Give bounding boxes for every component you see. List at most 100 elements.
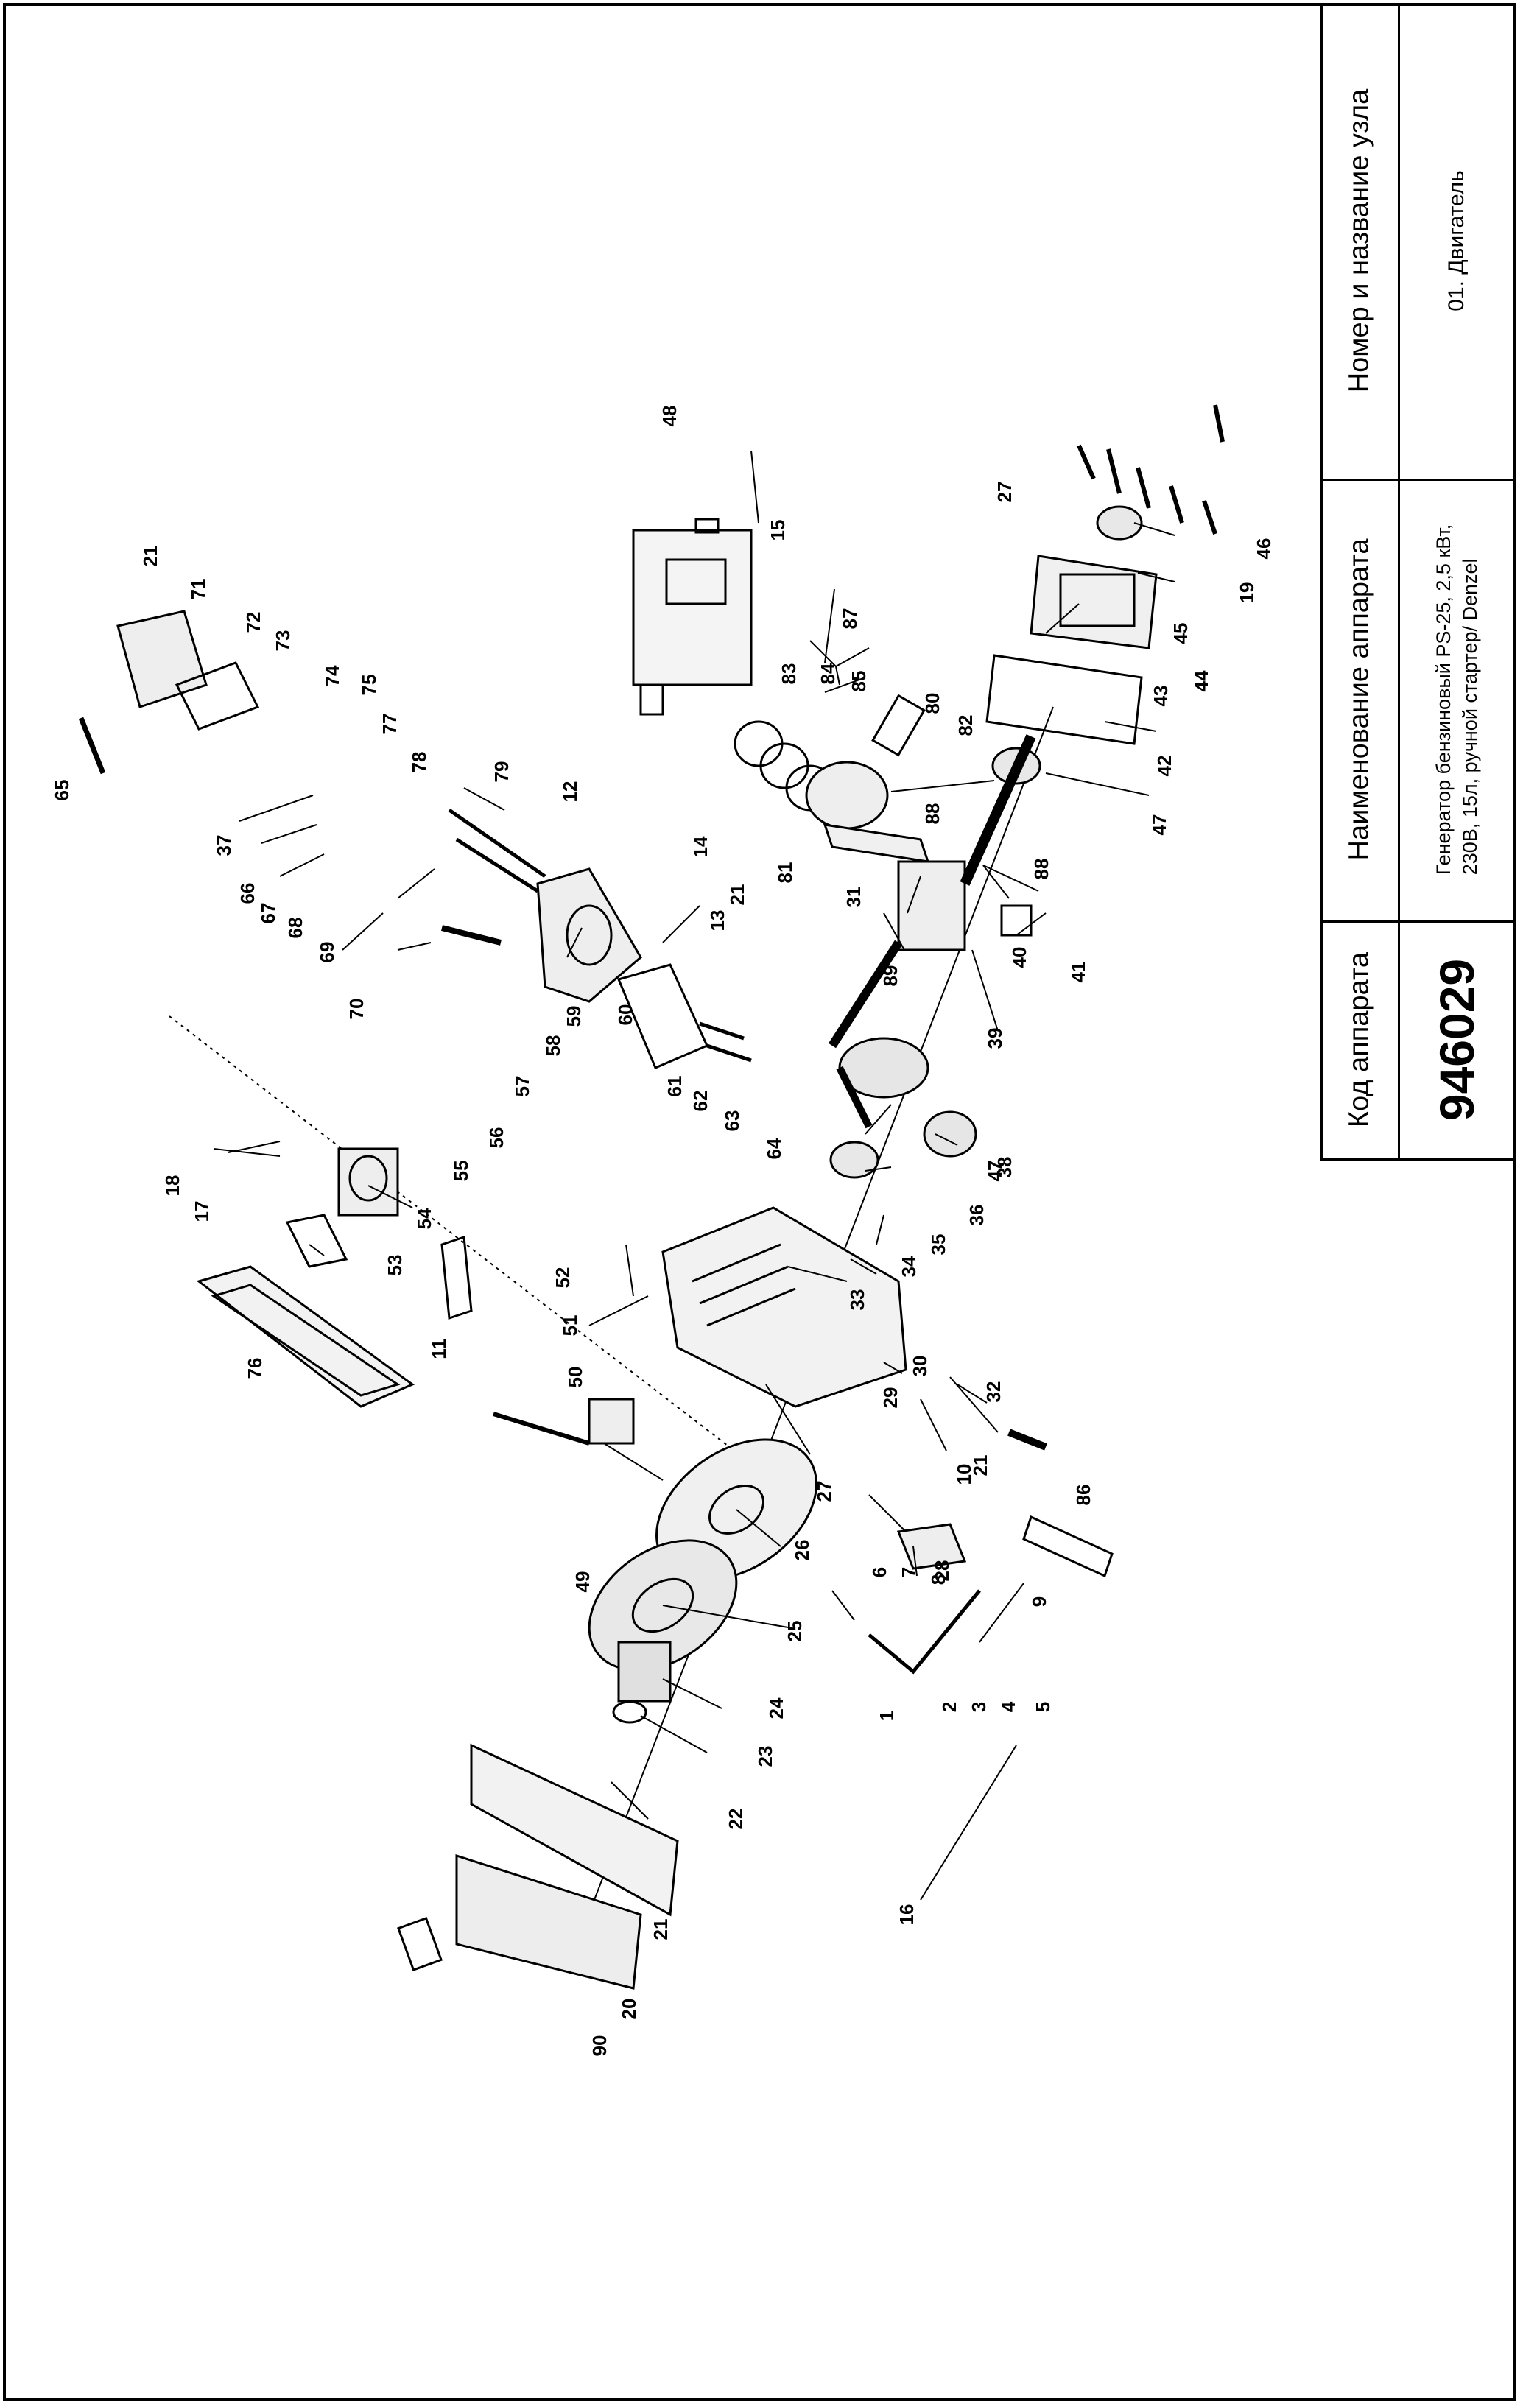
starter-cup-icon <box>617 1641 672 1703</box>
callout-18: 18 <box>161 1175 183 1197</box>
pin-icon <box>1007 1429 1047 1451</box>
callout-80: 80 <box>921 693 943 714</box>
callout-21c: 21 <box>969 1455 991 1476</box>
callout-67: 67 <box>257 903 279 924</box>
carburetor-gasket-icon <box>285 1214 348 1268</box>
callout-77: 77 <box>379 714 401 735</box>
leader-lines <box>213 450 1175 1901</box>
callout-65: 65 <box>51 780 73 801</box>
callout-27b: 27 <box>813 1481 835 1502</box>
callout-27a: 27 <box>993 482 1016 503</box>
callout-46: 46 <box>1253 538 1275 560</box>
push-rods-icon <box>448 808 546 893</box>
lower-bearing-icon <box>829 1141 879 1179</box>
connecting-rod-icon <box>823 823 930 863</box>
callout-38: 38 <box>993 1157 1016 1178</box>
governor-gear-icon <box>923 1110 977 1158</box>
callout-5: 5 <box>1032 1702 1054 1712</box>
governor-arm-icon <box>868 1589 981 1675</box>
callout-47b: 47 <box>984 1161 1006 1182</box>
sheet-border <box>3 3 1516 2401</box>
callout-26: 26 <box>791 1540 813 1561</box>
callout-31: 31 <box>843 887 865 908</box>
callout-6: 6 <box>868 1567 890 1577</box>
head-axis-line <box>169 1015 745 1459</box>
callout-45: 45 <box>1169 623 1192 644</box>
callout-71: 71 <box>187 579 209 600</box>
node-header: Номер и название узла <box>1343 88 1375 393</box>
callout-3: 3 <box>968 1702 990 1712</box>
callout-57: 57 <box>511 1076 533 1097</box>
callout-22: 22 <box>725 1809 747 1830</box>
bearing-icon <box>1096 505 1143 541</box>
callout-25: 25 <box>784 1621 806 1642</box>
callout-9: 9 <box>1028 1596 1050 1607</box>
callout-12: 12 <box>559 781 581 803</box>
apparatus-value-line2: 230В, 15л, ручной стартер/ Denzel <box>1459 558 1481 876</box>
title-block-bottom-edge <box>1320 1158 1516 1161</box>
callout-86: 86 <box>1072 1485 1094 1506</box>
callout-74: 74 <box>321 665 343 686</box>
callout-47a: 47 <box>1148 814 1170 836</box>
callout-51: 51 <box>559 1315 581 1337</box>
callout-56: 56 <box>485 1127 507 1149</box>
title-block-column-divider <box>1398 3 1400 1161</box>
callout-32: 32 <box>982 1381 1005 1403</box>
callout-82: 82 <box>954 715 977 736</box>
part-callouts: 1 2 3 4 5 6 7 8 9 10 11 12 13 14 15 16 1… <box>51 406 1275 2057</box>
code-header: Код аппарата <box>1343 951 1375 1128</box>
callout-53: 53 <box>384 1255 406 1276</box>
callout-28: 28 <box>931 1560 953 1582</box>
crankcase-gasket-icon <box>985 654 1143 745</box>
callout-20: 20 <box>618 1999 640 2020</box>
callout-90: 90 <box>588 2035 611 2057</box>
callout-17: 17 <box>191 1201 213 1222</box>
bolt-set-icon <box>1077 404 1225 535</box>
callout-54: 54 <box>413 1208 435 1229</box>
callout-87: 87 <box>839 608 861 630</box>
callout-83: 83 <box>778 663 800 685</box>
bracket-icon <box>440 1235 473 1320</box>
callout-40: 40 <box>1008 947 1030 968</box>
governor-part-icon <box>1000 904 1033 937</box>
callout-78: 78 <box>408 752 430 773</box>
apparatus-header: Наименование аппарата <box>1343 538 1375 861</box>
ignition-coil-icon <box>493 1398 635 1446</box>
callout-58: 58 <box>542 1035 564 1057</box>
callout-62: 62 <box>689 1091 711 1112</box>
callout-72: 72 <box>242 612 264 633</box>
title-block-row-divider-1 <box>1320 920 1516 923</box>
muffler-icon <box>632 518 753 716</box>
throttle-lever-icon <box>1022 1515 1114 1578</box>
breather-bolt-icon <box>78 717 106 775</box>
carburetor-icon <box>337 1147 399 1217</box>
callout-16: 16 <box>896 1904 918 1926</box>
callout-24: 24 <box>765 1697 787 1719</box>
callout-33: 33 <box>846 1289 868 1311</box>
callout-55: 55 <box>450 1161 472 1182</box>
muffler-cover-icon <box>1030 555 1158 649</box>
callout-42: 42 <box>1153 756 1175 777</box>
callout-21d: 21 <box>650 1919 672 1940</box>
callout-79: 79 <box>490 761 513 783</box>
callout-4: 4 <box>997 1701 1019 1712</box>
callout-21b: 21 <box>726 884 748 906</box>
callout-50: 50 <box>564 1367 586 1388</box>
callout-85: 85 <box>848 671 870 692</box>
callout-76: 76 <box>244 1358 266 1379</box>
callout-88b: 88 <box>1030 859 1052 880</box>
callout-19: 19 <box>1236 582 1258 604</box>
title-block-row-divider-2 <box>1320 479 1516 481</box>
apparatus-value-line1: Генератор бензиновый PS-25, 2,5 кВт, <box>1432 524 1455 876</box>
callout-63: 63 <box>721 1110 743 1132</box>
callout-69: 69 <box>316 942 338 963</box>
callout-36: 36 <box>965 1205 988 1226</box>
cylinder-head-icon <box>536 867 642 1003</box>
recoil-starter-icon <box>397 1853 642 1990</box>
callout-1: 1 <box>876 1711 898 1721</box>
callout-10: 10 <box>953 1464 975 1485</box>
callout-70: 70 <box>345 999 367 1020</box>
callout-11: 11 <box>428 1339 450 1359</box>
valve-cover-gasket-icon <box>175 661 260 731</box>
callout-13: 13 <box>706 910 728 932</box>
